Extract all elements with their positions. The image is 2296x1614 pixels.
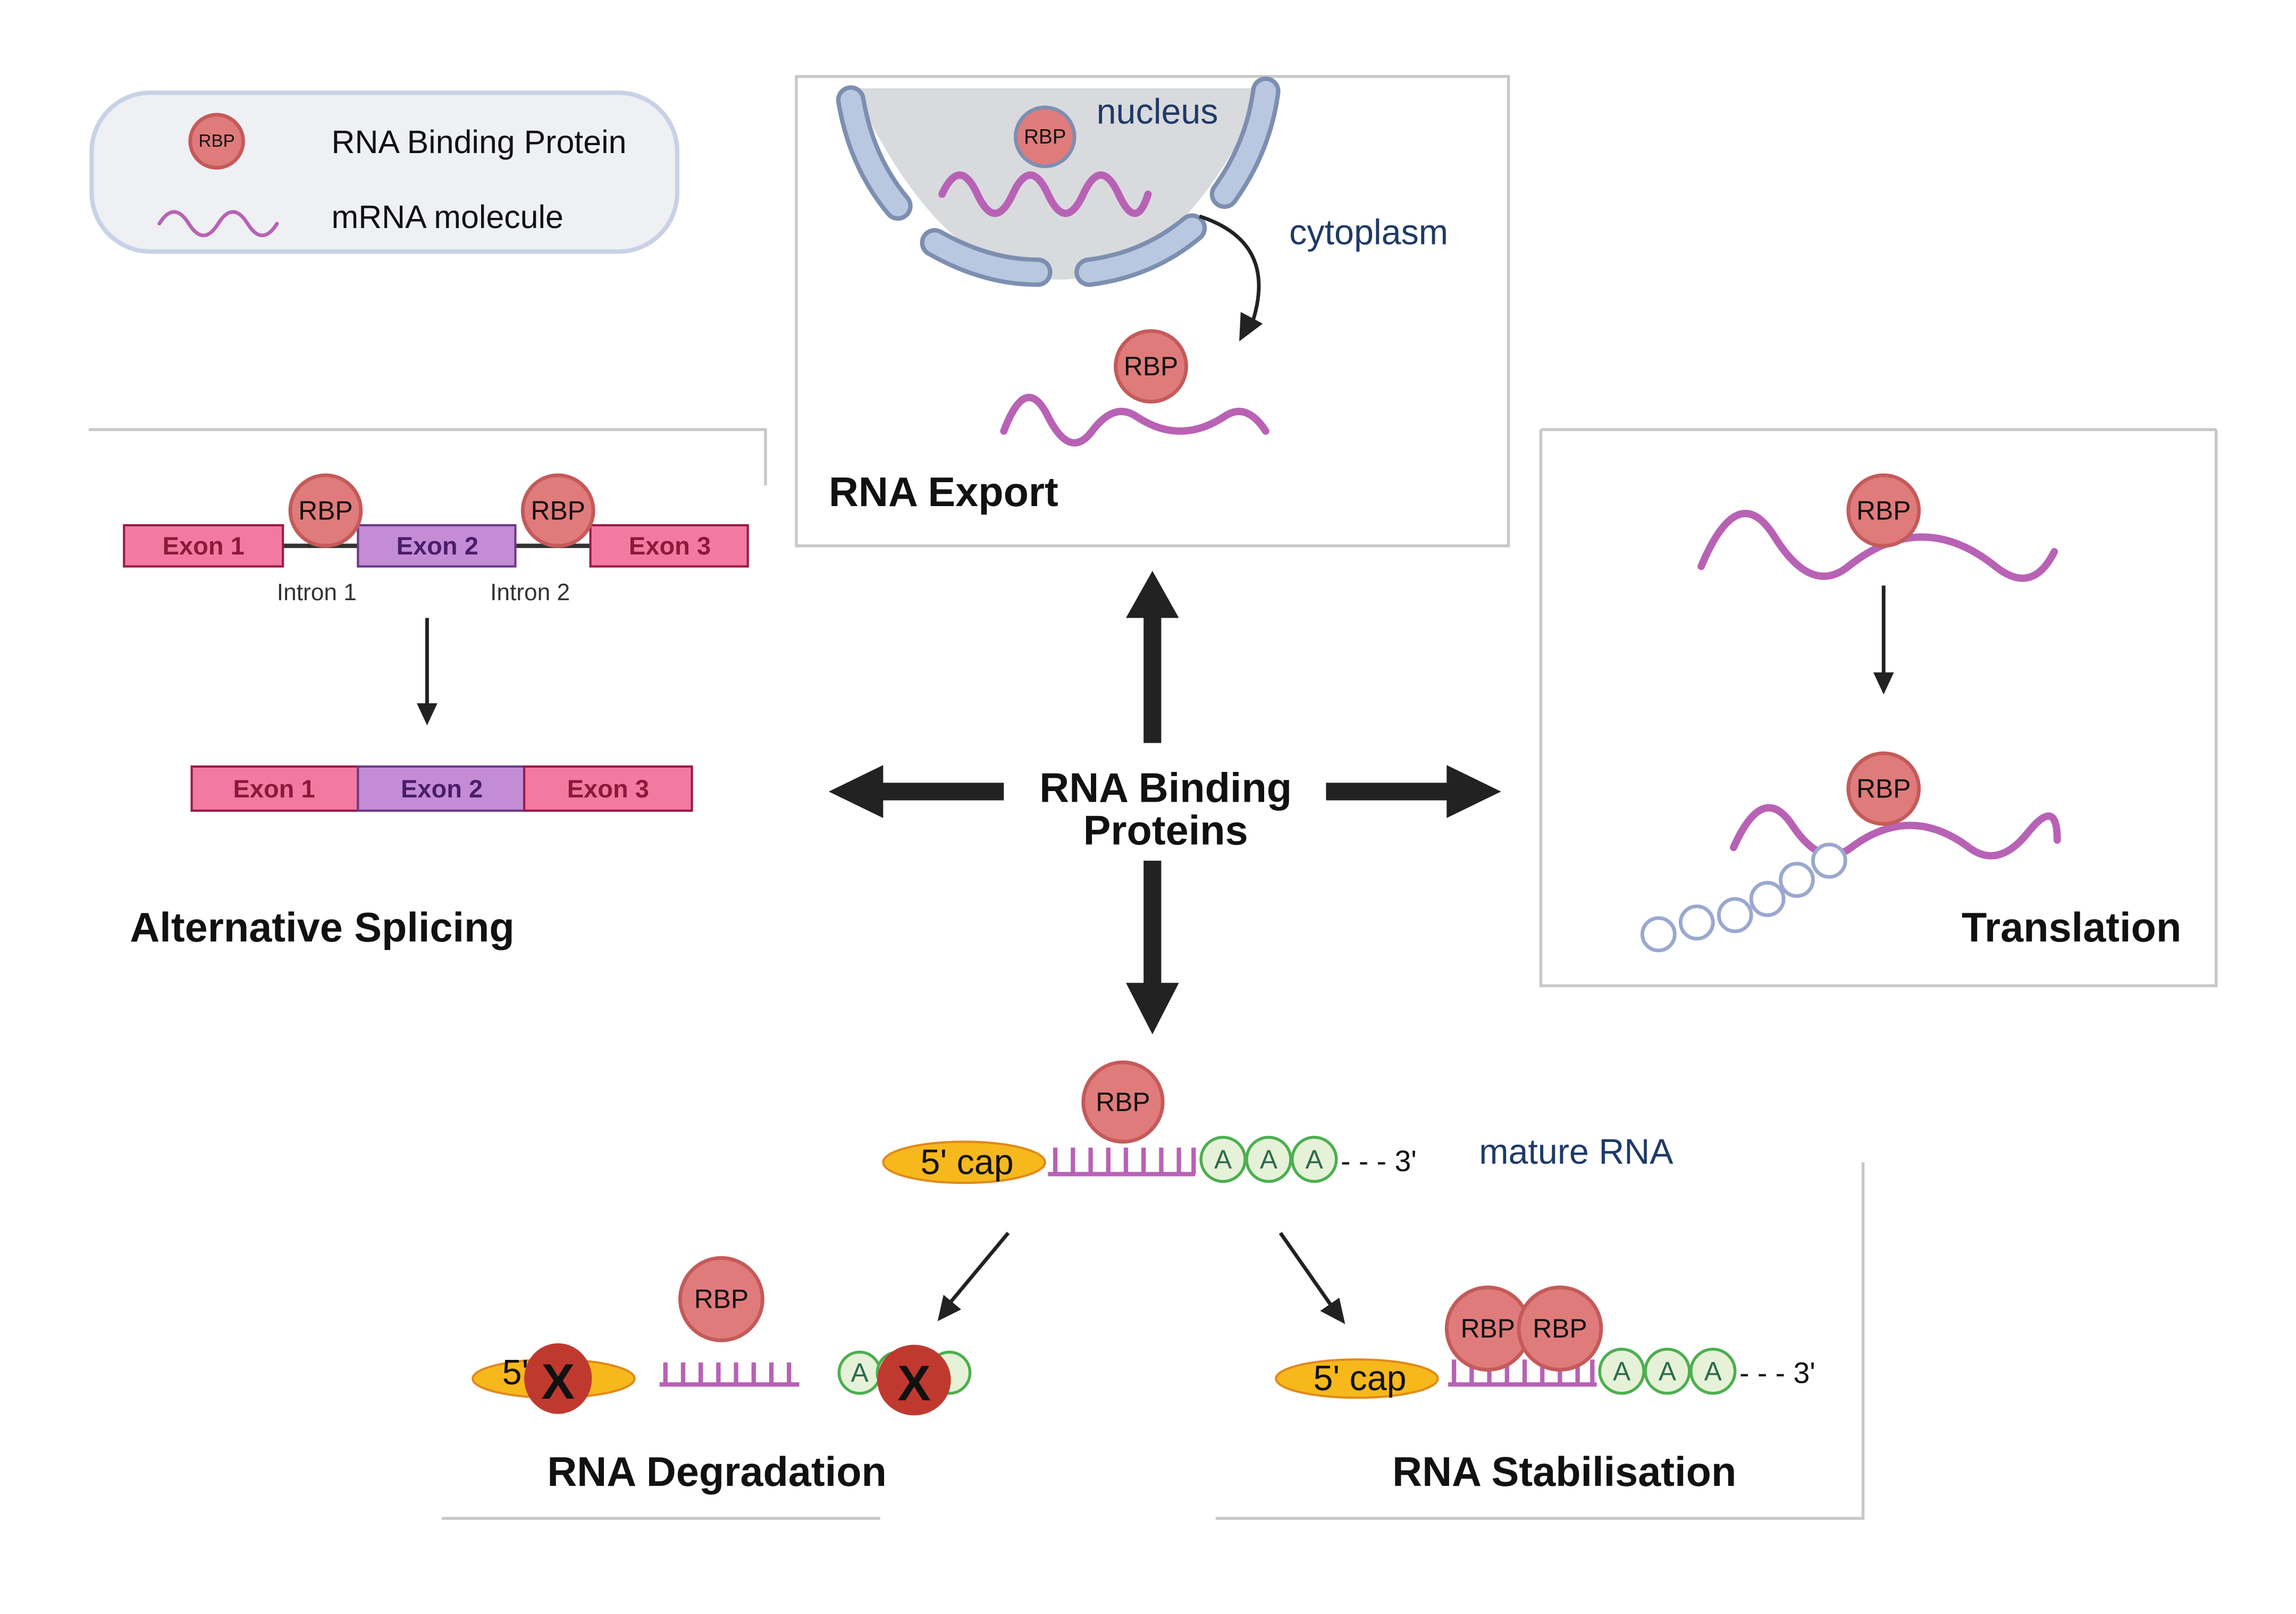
exon-3-label: Exon 3 — [629, 532, 711, 560]
a-label: A — [1260, 1145, 1278, 1174]
stabilisation: 5' cap RBP RBP A A A - - - 3' RNA Stabil… — [1275, 1285, 1815, 1495]
spliced-exon-2 — [357, 765, 526, 812]
cap-label: 5' cap — [921, 1142, 1014, 1182]
x-mark-tail — [877, 1344, 951, 1416]
spliced-exon-1 — [190, 765, 359, 812]
rbp-label: RBP — [1096, 1087, 1150, 1117]
arrow-down — [1125, 861, 1179, 1035]
rbp-intron-2 — [520, 473, 595, 548]
center-title-line-2: Proteins — [1083, 808, 1248, 854]
legend-rbp-text: RNA Binding Protein — [332, 124, 627, 160]
rbp-legend-icon-label: RBP — [199, 131, 235, 151]
nucleus-label: nucleus — [1097, 92, 1218, 131]
rbp-label: RBP — [531, 495, 585, 525]
a-label: A — [1659, 1356, 1677, 1386]
exon-2-label: Exon 2 — [401, 775, 483, 803]
three-prime-label: - - - 3' — [1739, 1356, 1815, 1389]
poly-a-tail: A A A — [1199, 1136, 1338, 1183]
mature-rna-label: mature RNA — [1479, 1132, 1673, 1172]
stabilisation-title: RNA Stabilisation — [1392, 1449, 1736, 1495]
translation-title: Translation — [1962, 905, 2181, 951]
cytoplasm-label: cytoplasm — [1289, 213, 1448, 252]
translation-mrna-2 — [1730, 804, 2061, 860]
five-prime-label: 5' — [502, 1353, 529, 1392]
legend: RBP RNA Binding Protein mRNA molecule — [89, 90, 680, 254]
splicing-arrow — [417, 703, 438, 726]
intron-1-label: Intron 1 — [277, 579, 357, 606]
exon-1-label: Exon 1 — [163, 532, 245, 560]
translation-panel: RBP RBP Translation — [1539, 428, 2218, 988]
exon-3 — [589, 524, 749, 568]
nuclear-mrna — [938, 171, 1152, 217]
intron-2-label: Intron 2 — [490, 579, 570, 606]
rbp-cytoplasm — [1114, 329, 1188, 404]
x-icon: X — [541, 1354, 575, 1409]
exon-3-label: Exon 3 — [567, 775, 649, 803]
arrow-up — [1125, 570, 1179, 743]
mrna-legend-icon — [157, 210, 279, 238]
degradation: 5' X RBP A X RNA Degradation — [472, 1256, 972, 1495]
cytoplasm-mrna — [1000, 393, 1269, 447]
x-icon: X — [897, 1355, 931, 1411]
spliced-exon-3 — [523, 765, 693, 812]
rbp-label: RBP — [1856, 774, 1911, 803]
arrow-right — [1326, 765, 1501, 818]
rbp-label: RBP — [1124, 351, 1178, 381]
exon-1 — [123, 524, 284, 568]
translation-arrow — [1873, 672, 1894, 695]
splicing-panel: Exon 1 Exon 2 Exon 3 RBP RBP Intron 1 In… — [88, 428, 767, 951]
cap-label: 5' cap — [1313, 1359, 1406, 1398]
rbp-label: RBP — [1856, 495, 1911, 525]
arrow-to-degradation — [937, 1294, 962, 1322]
arrow-to-stabilisation — [1320, 1297, 1345, 1324]
rbp-label: RBP — [694, 1284, 748, 1314]
x-mark-cap — [524, 1343, 592, 1414]
legend-mrna-text: mRNA molecule — [332, 199, 564, 235]
rbp-mature — [1081, 1060, 1165, 1144]
export-arrow — [1199, 214, 1261, 327]
rbp-intron-1 — [288, 473, 363, 548]
rbp-degradation — [678, 1256, 764, 1342]
a-label: A — [1306, 1145, 1324, 1174]
arrow-left — [828, 765, 1004, 818]
rbp-translation-2 — [1846, 751, 1921, 826]
nuclear-membrane — [836, 76, 1281, 287]
exon-1-label: Exon 1 — [233, 775, 315, 803]
degraded-mrna — [659, 1362, 800, 1387]
export-title: RNA Export — [829, 469, 1058, 515]
splicing-title: Alternative Splicing — [130, 905, 514, 951]
rbp-legend-icon — [188, 113, 245, 170]
five-prime-cap — [882, 1140, 1046, 1184]
peptide-chain — [1640, 843, 1847, 953]
a-label: A — [1214, 1145, 1232, 1174]
export-panel: RBP nucleus cytoplasm RBP RNA Export — [795, 75, 1510, 548]
stabilised-cap — [1275, 1358, 1439, 1399]
rbp-label: RBP — [1533, 1314, 1587, 1343]
exon-2-label: Exon 2 — [397, 532, 478, 560]
mrna-body — [1048, 1147, 1196, 1176]
center-title-line-1: RNA Binding — [1039, 765, 1292, 811]
a-label: A — [1704, 1356, 1722, 1386]
center-hub: RNA Binding Proteins — [828, 570, 1501, 1035]
a-label: A — [1613, 1356, 1631, 1386]
rbp-label: RBP — [1024, 125, 1066, 148]
rbp-translation-1 — [1846, 473, 1921, 548]
three-prime-label: - - - 3' — [1341, 1145, 1417, 1178]
a-label: A — [851, 1358, 869, 1388]
rbp-stabilisation-2 — [1517, 1285, 1603, 1372]
rbp-label: RBP — [298, 495, 352, 525]
rbp-nucleus — [1013, 105, 1076, 169]
stabilised-mrna — [1448, 1359, 1597, 1387]
rbp-label: RBP — [1461, 1314, 1515, 1343]
translation-mrna-1 — [1697, 510, 2058, 582]
exon-2 — [357, 524, 517, 568]
degradation-title: RNA Degradation — [547, 1449, 887, 1495]
bottom-panel: 5' cap RBP A A A - - - 3' mature RNA 5' … — [442, 1060, 1865, 1520]
